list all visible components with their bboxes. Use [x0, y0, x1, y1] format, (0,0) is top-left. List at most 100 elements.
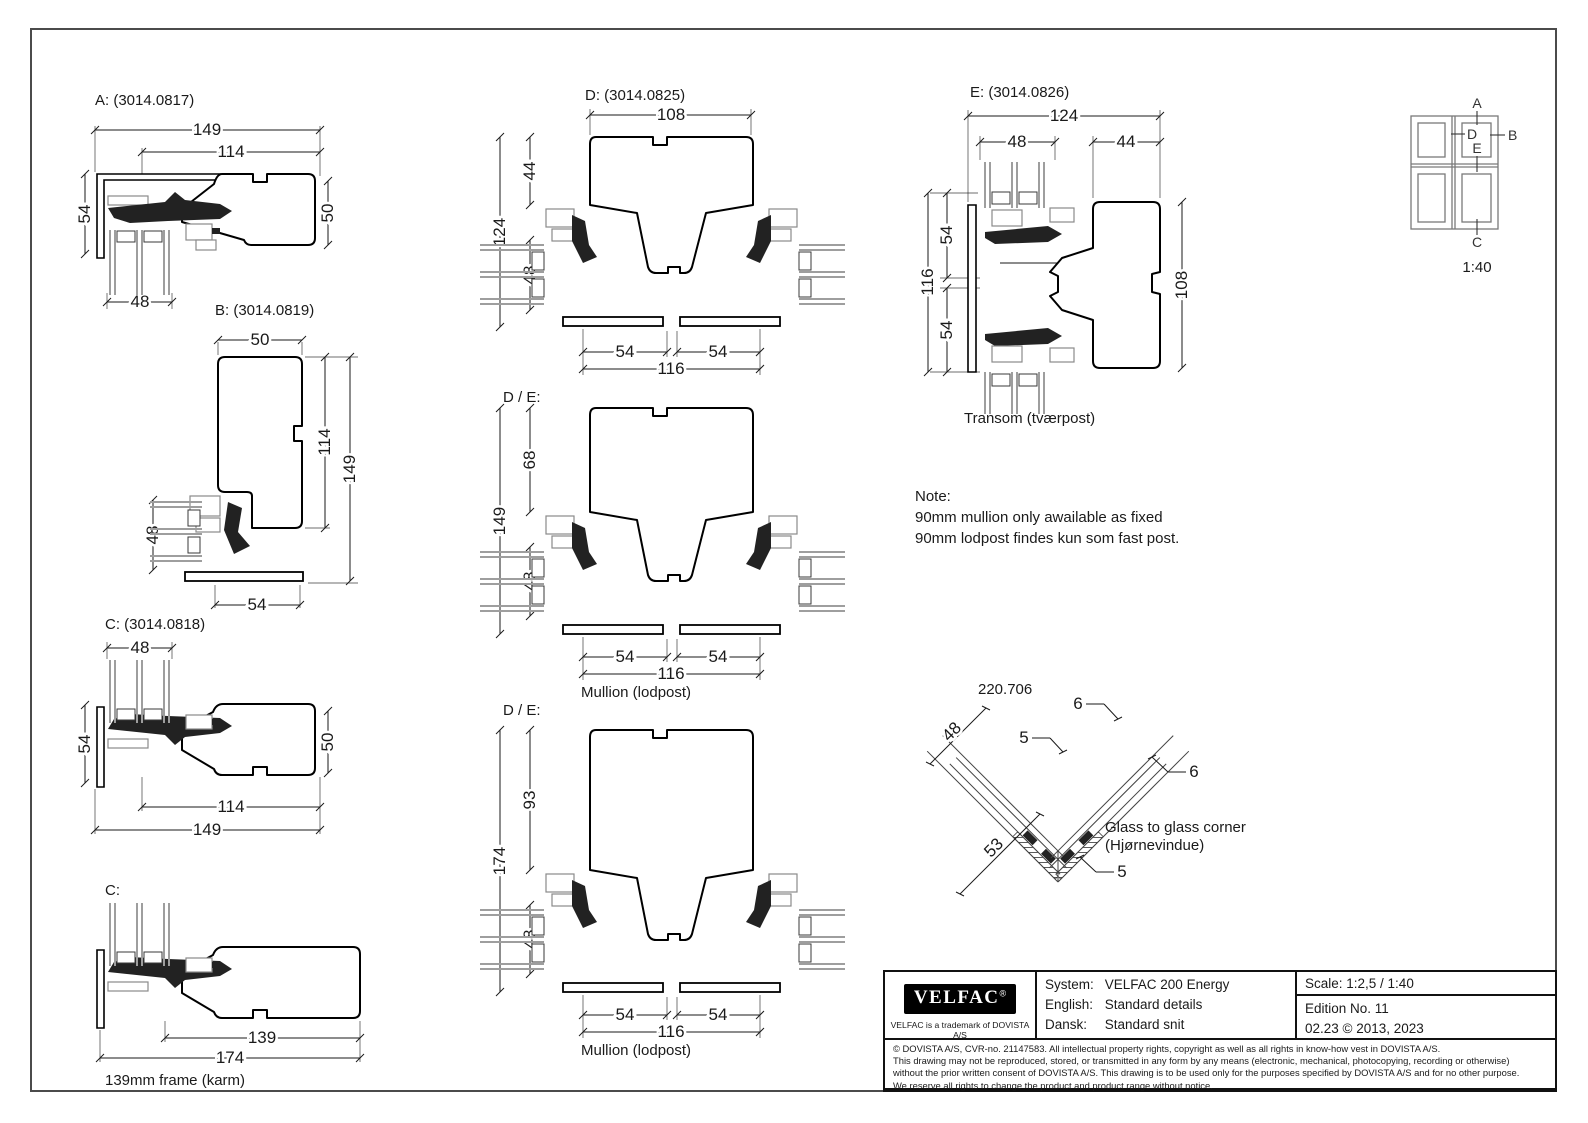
- section-c1-label: C: (3014.0818): [105, 616, 205, 633]
- key-window-diagram: A B D E C 1:40: [1410, 95, 1517, 276]
- section-b-drawing: B: (3014.0819) 50 114 149 48 54: [141, 302, 362, 617]
- svg-text:6: 6: [1189, 762, 1198, 781]
- svg-text:54: 54: [709, 647, 728, 666]
- copyright-line-1: © DOVISTA A/S, CVR-no. 21147583. All int…: [893, 1043, 1441, 1054]
- section-c2-label: C:: [105, 882, 120, 899]
- note-block: Note: 90mm mullion only awailable as fix…: [915, 486, 1179, 549]
- copyright-line-4: We reserve all rights to change the prod…: [893, 1079, 1213, 1091]
- registered-mark: ®: [999, 988, 1007, 999]
- svg-text:114: 114: [315, 428, 334, 455]
- section-e-drawing: E: (3014.0826) 124 48 44 116 54 54: [916, 84, 1194, 427]
- key-label-d: D: [1467, 126, 1477, 142]
- title-block-meta-cell: Scale: 1:2,5 / 1:40 Edition No. 11 02.23…: [1297, 972, 1555, 1038]
- section-c1-profile: [96, 660, 316, 788]
- svg-text:54: 54: [937, 226, 956, 245]
- section-a-label: A: (3014.0817): [95, 92, 194, 109]
- corner-dimensions: 48 53 5 6 6 5: [925, 692, 1201, 897]
- note-line-2: 90mm lodpost findes kun som fast post.: [915, 530, 1180, 547]
- svg-text:54: 54: [709, 1005, 728, 1024]
- title-block-system-cell: System: VELFAC 200 Energy English: Stand…: [1037, 972, 1297, 1038]
- svg-text:124: 124: [490, 218, 509, 246]
- note-title: Note:: [915, 488, 951, 505]
- section-b-dimensions: 50 114 149 48 54: [141, 328, 362, 617]
- section-c1-dimensions: 48 54 50 114 149: [73, 636, 340, 842]
- corner-caption-1: Glass to glass corner: [1105, 819, 1246, 836]
- corner-ref: 220.706: [978, 681, 1032, 698]
- section-c2-dimensions: 139 174: [95, 1021, 365, 1070]
- svg-text:114: 114: [217, 797, 244, 816]
- section-c2-drawing: C: 139 174 139mm frame (karm): [95, 882, 365, 1089]
- corner-caption-2: (Hjørnevindue): [1105, 837, 1204, 854]
- note-line-1: 90mm mullion only awailable as fixed: [915, 509, 1163, 526]
- svg-text:149: 149: [490, 507, 509, 535]
- svg-text:48: 48: [938, 718, 965, 745]
- svg-text:116: 116: [918, 268, 937, 295]
- key-label-a: A: [1472, 95, 1482, 111]
- svg-text:53: 53: [980, 834, 1007, 861]
- key-label-e: E: [1472, 140, 1481, 156]
- edition-row: Edition No. 11: [1305, 1001, 1389, 1016]
- scale-row: Scale: 1:2,5 / 1:40: [1297, 972, 1555, 996]
- dansk-row: Dansk: Standard snit: [1045, 1017, 1295, 1032]
- svg-text:50: 50: [318, 204, 337, 223]
- section-e-caption: Transom (tværpost): [964, 410, 1095, 427]
- svg-text:108: 108: [1172, 271, 1191, 299]
- system-row: System: VELFAC 200 Energy: [1045, 977, 1295, 992]
- svg-text:114: 114: [217, 142, 244, 161]
- system-value: VELFAC 200 Energy: [1104, 977, 1230, 992]
- svg-text:5: 5: [1117, 862, 1126, 881]
- english-value: Standard details: [1104, 997, 1203, 1012]
- dansk-label: Dansk:: [1045, 1017, 1088, 1032]
- svg-text:48: 48: [131, 292, 150, 311]
- section-d-profile: [480, 136, 845, 327]
- svg-text:48: 48: [1008, 132, 1027, 151]
- section-de2-caption: Mullion (lodpost): [581, 1042, 691, 1059]
- section-e-profile: [967, 162, 1161, 414]
- svg-text:5: 5: [1019, 728, 1028, 747]
- section-e-label: E: (3014.0826): [970, 84, 1069, 101]
- copyright-block: © DOVISTA A/S, CVR-no. 21147583. All int…: [885, 1040, 1555, 1092]
- svg-text:54: 54: [75, 205, 94, 224]
- svg-text:139: 139: [248, 1028, 276, 1047]
- sheet-border: [30, 28, 1557, 1092]
- svg-text:54: 54: [75, 735, 94, 754]
- key-section-markers: [1451, 111, 1505, 235]
- english-label: English:: [1045, 997, 1094, 1012]
- svg-text:48: 48: [131, 638, 150, 657]
- dansk-value: Standard snit: [1104, 1017, 1185, 1032]
- svg-text:6: 6: [1073, 694, 1082, 713]
- section-c2-caption: 139mm frame (karm): [105, 1072, 245, 1089]
- section-de1-label: D / E:: [503, 389, 541, 406]
- svg-text:44: 44: [520, 162, 539, 181]
- english-row: English: Standard details: [1045, 997, 1295, 1012]
- section-a-drawing: A: (3014.0817) 149 114 54 50 48: [73, 92, 340, 314]
- key-window-frame: [1410, 115, 1499, 230]
- svg-text:50: 50: [318, 733, 337, 752]
- section-de1-profile: [480, 407, 845, 635]
- svg-text:54: 54: [937, 321, 956, 340]
- section-c2-profile: [96, 903, 361, 1029]
- svg-text:116: 116: [657, 359, 684, 378]
- section-de2-profile: [480, 729, 845, 993]
- svg-text:124: 124: [1050, 106, 1078, 125]
- svg-text:54: 54: [709, 342, 728, 361]
- svg-text:54: 54: [248, 595, 267, 614]
- section-a-profile: [96, 173, 316, 295]
- svg-text:149: 149: [340, 455, 359, 483]
- section-b-profile: [150, 356, 304, 582]
- velfac-logo: VELFAC®: [903, 984, 1017, 1014]
- system-label: System:: [1045, 977, 1094, 992]
- svg-text:149: 149: [193, 820, 221, 839]
- svg-text:54: 54: [616, 1005, 635, 1024]
- date-row: 02.23 © 2013, 2023: [1305, 1021, 1424, 1036]
- section-c1-drawing: C: (3014.0818) 48 54 50 114 149: [73, 616, 340, 842]
- svg-text:68: 68: [520, 451, 539, 470]
- copyright-line-2: This drawing may not be reproduced, stor…: [893, 1055, 1510, 1067]
- section-de2-drawing: D / E: 174 93 48 139 54 54 116: [480, 702, 845, 1059]
- section-de1-caption: Mullion (lodpost): [581, 684, 691, 701]
- svg-text:54: 54: [616, 342, 635, 361]
- section-d-label: D: (3014.0825): [585, 87, 685, 104]
- key-scale: 1:40: [1462, 259, 1491, 276]
- trademark-note: VELFAC is a trademark of DOVISTA A/S: [890, 1020, 1030, 1040]
